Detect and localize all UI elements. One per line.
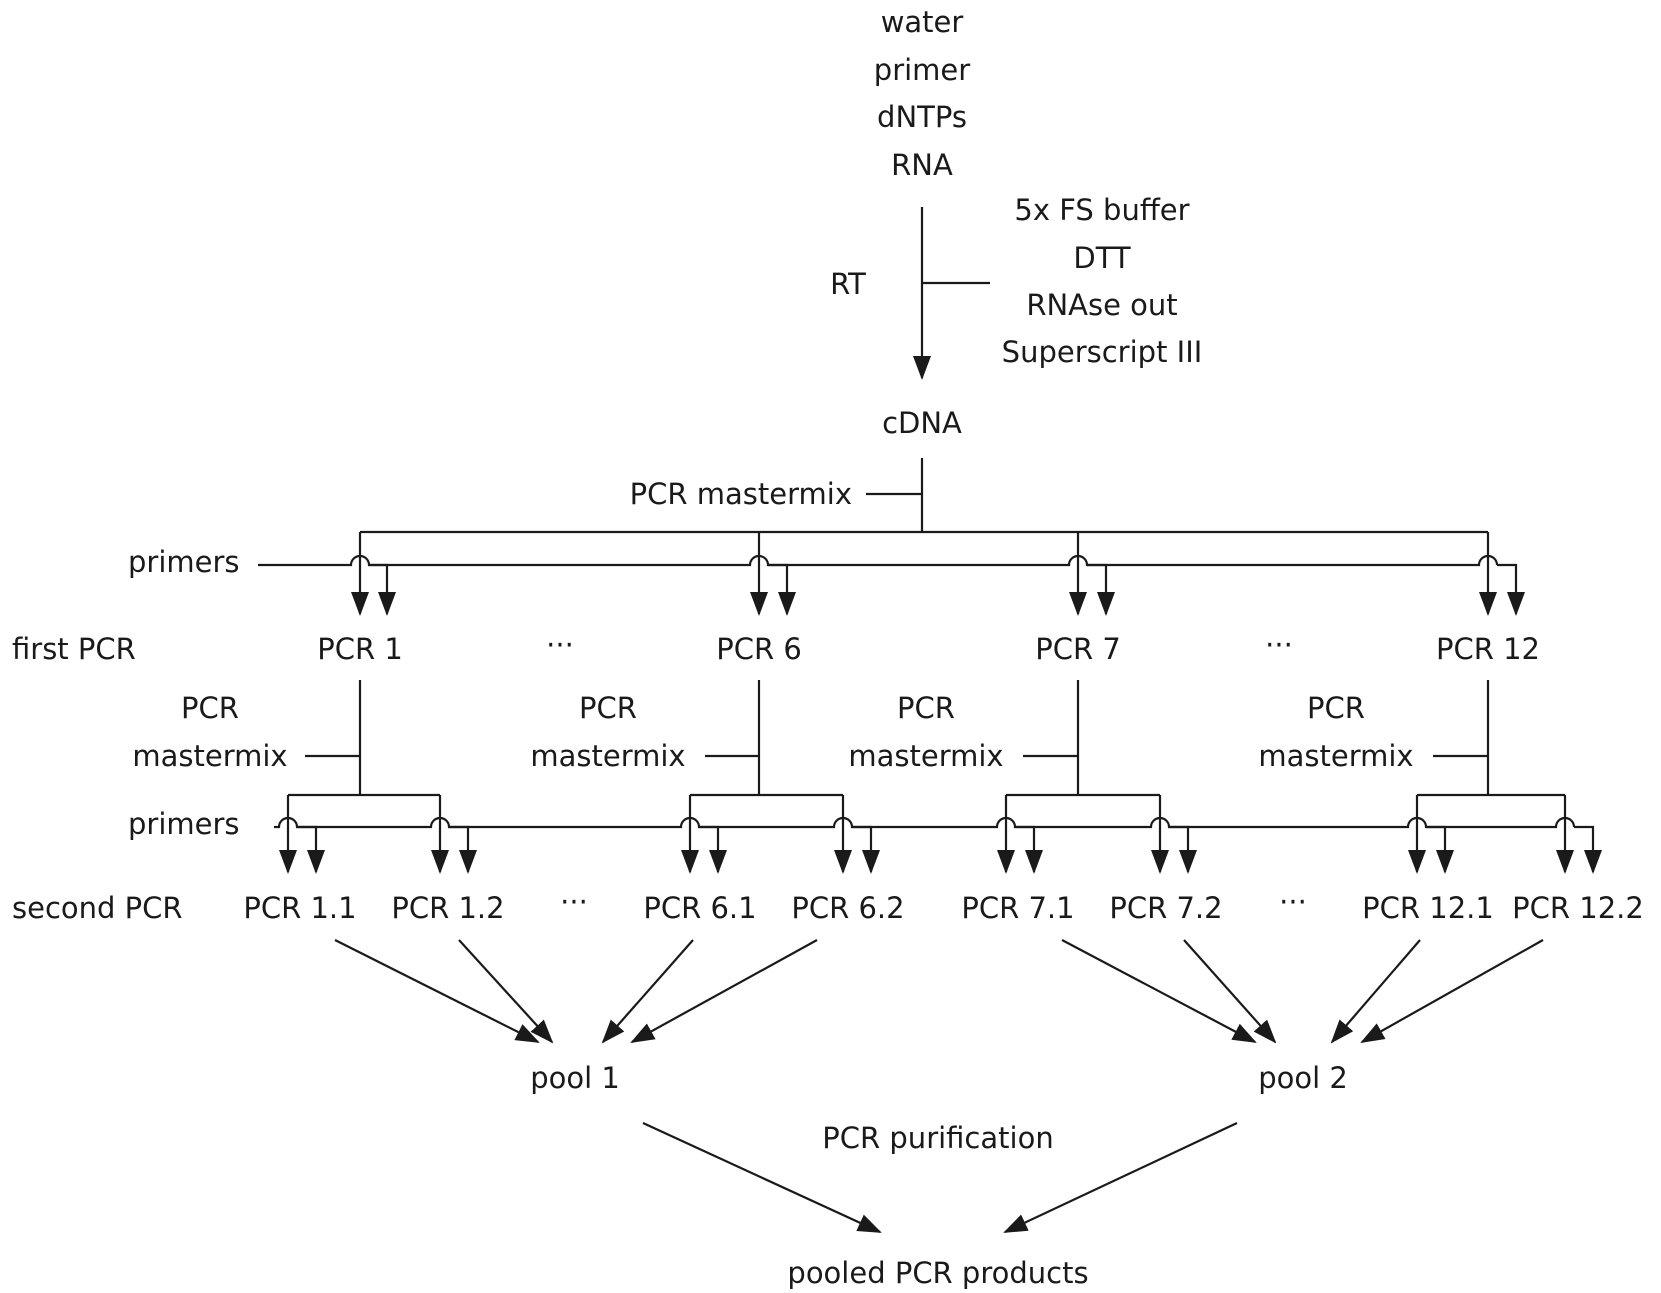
mastermix-6-line2: mastermix xyxy=(530,739,685,773)
primer-arrow-pcr6-2 xyxy=(852,825,880,874)
pcr-1: PCR 1 xyxy=(317,632,403,666)
pcr-purification-label: PCR purification xyxy=(822,1121,1053,1155)
rt-reagent-rnase-out: RNAse out xyxy=(1026,288,1177,322)
primer-arrow-pcr6-1 xyxy=(699,825,727,874)
primer-arrow-pcr7-2 xyxy=(1169,825,1197,874)
pool-1: pool 1 xyxy=(530,1061,620,1095)
primers-line-first xyxy=(258,554,1499,567)
pcr-7-1: PCR 7.1 xyxy=(961,891,1074,925)
primers-line-second xyxy=(274,816,1576,829)
mastermix-7-line1: PCR xyxy=(897,691,955,725)
arrow-pcr6-1-to-pool1 xyxy=(601,939,694,1044)
arrow-pcr12-2-to-pool2 xyxy=(1360,939,1544,1043)
arrow-pcr7-2-to-pool2 xyxy=(1183,939,1277,1044)
first-pcr-label: first PCR xyxy=(12,632,136,666)
reagent-water: water xyxy=(881,5,964,39)
pcr-12: PCR 12 xyxy=(1436,632,1540,666)
primer-arrow-pcr1-1 xyxy=(297,825,325,874)
pcr-6-1: PCR 6.1 xyxy=(643,891,756,925)
arrow-pcr1-1-to-pool1 xyxy=(334,939,540,1043)
rt-reagent-fs-buffer: 5x FS buffer xyxy=(1014,193,1189,227)
primer-arrow-pcr12-1 xyxy=(1426,825,1454,874)
reagent-primer: primer xyxy=(874,53,970,87)
reagent-rna: RNA xyxy=(891,148,953,182)
pool-2: pool 2 xyxy=(1258,1061,1348,1095)
pcr-1-1: PCR 1.1 xyxy=(243,891,356,925)
reagent-dntps: dNTPs xyxy=(877,100,967,134)
pooled-pcr-products: pooled PCR products xyxy=(787,1256,1088,1290)
pcr-mastermix-first: PCR mastermix xyxy=(630,477,852,511)
arrow-pcr12-1-to-pool2 xyxy=(1330,939,1421,1044)
ellipsis-first-right: ··· xyxy=(1265,628,1293,662)
arrow-pcr7-1-to-pool2 xyxy=(1061,939,1257,1043)
arrow-pool2-to-final xyxy=(1003,1122,1238,1233)
rt-label: RT xyxy=(830,267,866,301)
ellipsis-second-left: ··· xyxy=(560,885,588,919)
pcr-7: PCR 7 xyxy=(1035,632,1121,666)
rt-reagent-superscript: Superscript III xyxy=(1002,335,1203,369)
primers-label-second: primers xyxy=(128,807,240,841)
pcr-6: PCR 6 xyxy=(716,632,802,666)
pcr-12-2: PCR 12.2 xyxy=(1512,891,1644,925)
second-pcr-label: second PCR xyxy=(12,891,183,925)
primer-arrow-pcr1-2 xyxy=(449,825,477,874)
arrow-pcr6-2-to-pool1 xyxy=(630,939,818,1043)
mastermix-1-line2: mastermix xyxy=(132,739,287,773)
ellipsis-first-left: ··· xyxy=(546,628,574,662)
rt-reagent-dtt: DTT xyxy=(1073,241,1131,275)
primer-arrow-pcr12-2 xyxy=(1574,825,1602,874)
arrow-pcr1-2-to-pool1 xyxy=(458,939,554,1044)
cdna-label: cDNA xyxy=(882,406,962,440)
mastermix-6-line1: PCR xyxy=(579,691,637,725)
mastermix-12-line2: mastermix xyxy=(1258,739,1413,773)
mastermix-1-line1: PCR xyxy=(181,691,239,725)
pcr-7-2: PCR 7.2 xyxy=(1109,891,1222,925)
pcr-6-2: PCR 6.2 xyxy=(791,891,904,925)
arrow-pool1-to-final xyxy=(642,1122,882,1233)
primers-label-first: primers xyxy=(128,545,240,579)
mastermix-7-line2: mastermix xyxy=(848,739,1003,773)
pcr-1-2: PCR 1.2 xyxy=(391,891,504,925)
primer-arrow-pcr6 xyxy=(768,563,796,616)
pcr-12-1: PCR 12.1 xyxy=(1362,891,1494,925)
mastermix-12-line1: PCR xyxy=(1307,691,1365,725)
primer-arrow-pcr7 xyxy=(1087,563,1115,616)
primer-arrow-pcr1 xyxy=(369,563,396,616)
primer-arrow-pcr12 xyxy=(1497,563,1525,616)
ellipsis-second-right: ··· xyxy=(1279,885,1307,919)
primer-arrow-pcr7-1 xyxy=(1015,825,1043,874)
